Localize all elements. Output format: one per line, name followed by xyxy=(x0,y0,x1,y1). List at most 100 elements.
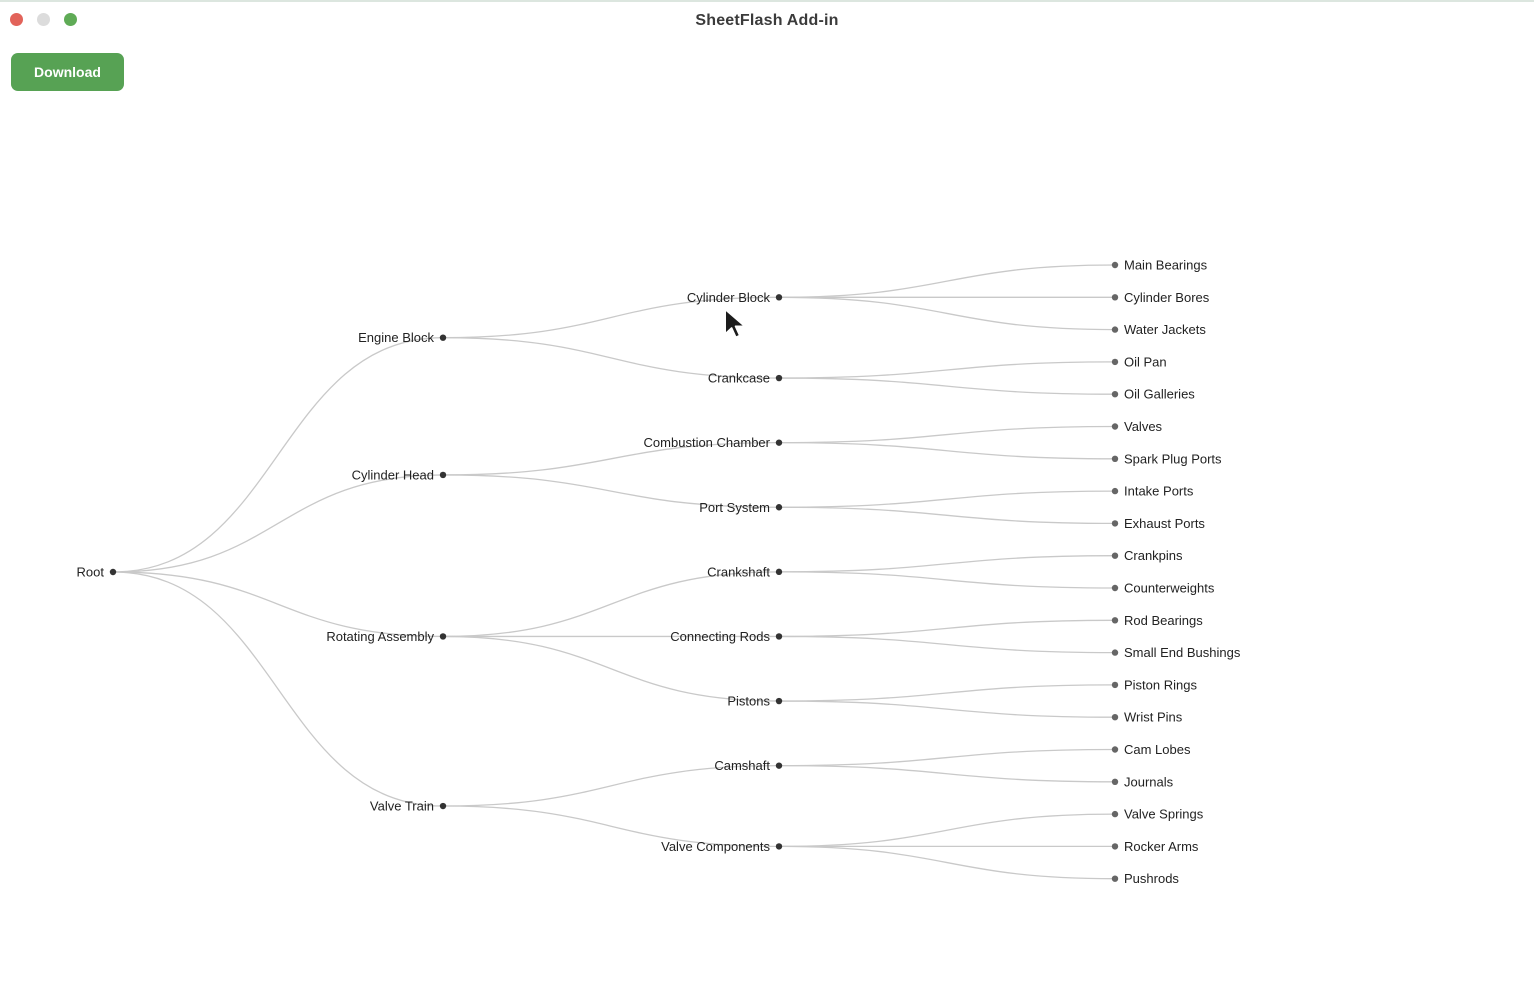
tree-link xyxy=(778,555,1116,573)
tree-node-dot[interactable] xyxy=(775,697,783,705)
download-button[interactable]: Download xyxy=(11,53,124,91)
tree-node-dot[interactable] xyxy=(775,504,783,511)
tree-node-label: Valve Train xyxy=(370,799,434,814)
tree-link xyxy=(778,748,1116,767)
tree-link xyxy=(778,619,1116,638)
tree-node-dot[interactable] xyxy=(775,374,783,382)
tree-node-label: Cylinder Head xyxy=(352,467,434,482)
tree-node-label: Crankshaft xyxy=(707,564,770,579)
tree-node-dot[interactable] xyxy=(1111,294,1119,301)
tree-node-label: Root xyxy=(77,565,105,580)
close-button[interactable] xyxy=(10,13,23,26)
tree-link xyxy=(778,684,1116,702)
tree-node-dot[interactable] xyxy=(439,633,447,640)
tree-node-dot[interactable] xyxy=(109,568,117,576)
tree-node-label: Pushrods xyxy=(1124,871,1179,886)
tree-node-label: Piston Rings xyxy=(1124,677,1197,692)
tree-link xyxy=(442,805,780,848)
tree-node-label: Engine Block xyxy=(358,330,434,345)
tree-link xyxy=(778,361,1116,379)
tree-node-label: Crankpins xyxy=(1124,548,1183,563)
tree-node-dot[interactable] xyxy=(439,334,447,341)
tree-node-dot[interactable] xyxy=(1111,423,1119,430)
tree-node-dot[interactable] xyxy=(439,802,447,810)
tree-node-label: Port System xyxy=(699,500,770,515)
tree-link xyxy=(778,765,1116,783)
minimize-button[interactable] xyxy=(37,13,50,26)
tree-node-label: Spark Plug Ports xyxy=(1124,451,1222,466)
tree-node-label: Rotating Assembly xyxy=(326,629,434,644)
tree-node-dot[interactable] xyxy=(775,633,783,640)
tree-node-dot[interactable] xyxy=(1111,746,1119,753)
tree-node-label: Main Bearings xyxy=(1124,258,1208,273)
tree-links xyxy=(112,264,1116,880)
tree-node-label: Wrist Pins xyxy=(1124,710,1183,725)
tree-link xyxy=(442,337,780,379)
tree-node-dot[interactable] xyxy=(775,843,783,850)
tree-node-label: Journals xyxy=(1124,774,1174,789)
tree-link xyxy=(778,506,1116,525)
tree-node-label: Connecting Rods xyxy=(670,629,770,644)
tree-node-label: Counterweights xyxy=(1124,581,1215,596)
tree-node-dot[interactable] xyxy=(1111,714,1119,721)
tree-node-label: Intake Ports xyxy=(1124,484,1194,499)
tree-node-label: Rod Bearings xyxy=(1124,613,1203,628)
tree-node-dot[interactable] xyxy=(1111,810,1119,818)
tree-node-dot[interactable] xyxy=(1111,455,1119,462)
tree-link xyxy=(442,296,780,339)
tree-link xyxy=(112,571,444,807)
tree-node-label: Combustion Chamber xyxy=(644,435,771,450)
tree-link xyxy=(778,571,1116,589)
tree-node-dot[interactable] xyxy=(1111,358,1119,366)
tree-node-label: Pistons xyxy=(727,694,770,709)
zoom-button[interactable] xyxy=(64,13,77,26)
tree-link xyxy=(778,813,1116,848)
tree-node-label: Valve Springs xyxy=(1124,807,1204,822)
tree-node-label: Camshaft xyxy=(714,758,770,773)
tree-node-label: Small End Bushings xyxy=(1124,645,1241,660)
tree-link xyxy=(112,337,444,573)
tree-node-dot[interactable] xyxy=(1111,584,1119,592)
tree-link xyxy=(778,700,1116,718)
tree-node-dot[interactable] xyxy=(1111,391,1119,398)
tree-node-dot[interactable] xyxy=(1111,617,1119,624)
tree-link xyxy=(112,474,444,573)
tree-node-dot[interactable] xyxy=(775,762,783,769)
tree-node-dot[interactable] xyxy=(1111,487,1119,495)
tree-node-dot[interactable] xyxy=(1111,778,1119,785)
tree-node-label: Cam Lobes xyxy=(1124,742,1191,757)
tree-node-dot[interactable] xyxy=(775,568,783,576)
tree-node-dot[interactable] xyxy=(1111,843,1119,850)
tree-node-dot[interactable] xyxy=(1111,326,1119,333)
tree-link xyxy=(778,635,1116,654)
tree-link xyxy=(442,442,780,476)
titlebar: SheetFlash Add-in xyxy=(0,2,1534,40)
tree-nodes: Root Engine Block Cylinder Block Main Beari… xyxy=(77,258,1241,887)
tree-node-dot[interactable] xyxy=(1111,649,1119,656)
tree-link xyxy=(442,571,780,638)
tree-link xyxy=(778,490,1116,508)
tree-link xyxy=(442,474,780,508)
tree-node-dot[interactable] xyxy=(1111,552,1119,559)
window-title: SheetFlash Add-in xyxy=(695,12,839,29)
tree-link xyxy=(778,296,1116,331)
tree-node-label: Crankcase xyxy=(708,371,770,386)
tree-node-label: Cylinder Bores xyxy=(1124,290,1210,305)
tree-node-dot[interactable] xyxy=(1111,681,1119,689)
tree-link xyxy=(778,442,1116,460)
tree-node-dot[interactable] xyxy=(1111,875,1119,882)
traffic-lights xyxy=(10,13,77,26)
tree-node-dot[interactable] xyxy=(1111,261,1119,269)
tree-node-label: Valve Components xyxy=(661,839,770,854)
tree-link xyxy=(778,264,1116,298)
tree-node-label: Cylinder Block xyxy=(687,290,771,305)
tree-node-dot[interactable] xyxy=(1111,520,1119,527)
tree-link xyxy=(778,845,1116,880)
tree-node-dot[interactable] xyxy=(775,294,783,301)
tree-node-dot[interactable] xyxy=(439,471,447,479)
tree-node-dot[interactable] xyxy=(775,439,783,446)
tree-node-label: Rocker Arms xyxy=(1124,839,1199,854)
tree-node-label: Valves xyxy=(1124,419,1163,434)
